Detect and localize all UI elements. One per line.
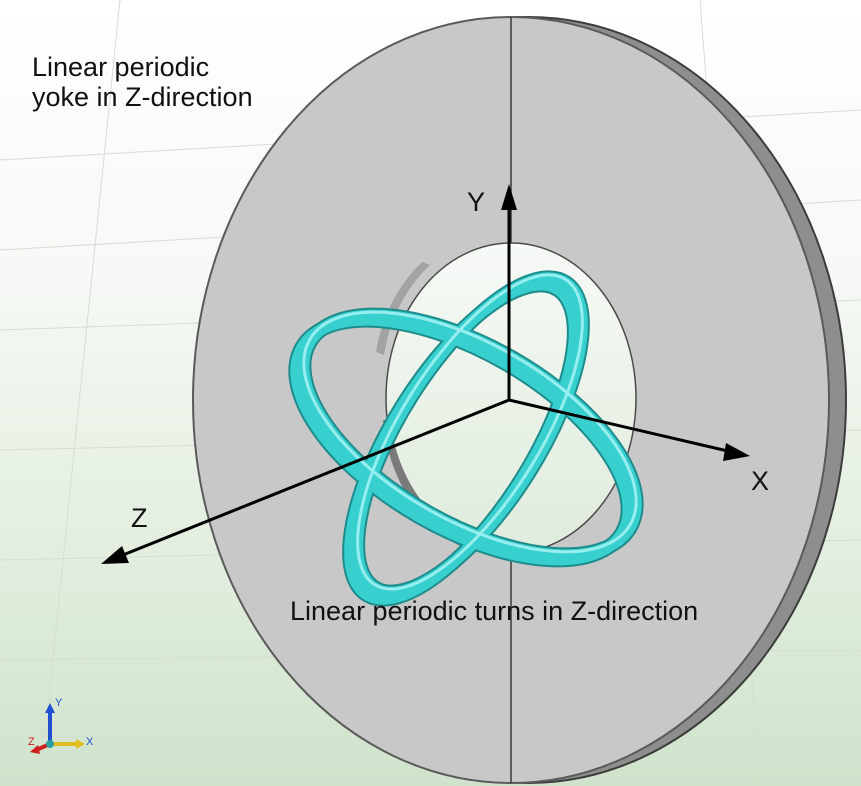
y-axis-arrowhead [501,184,517,210]
x-axis-line [508,398,733,454]
yoke-annotation: Linear periodic yoke in Z-direction [32,52,253,112]
z-axis-arrowhead [101,546,129,564]
y-axis-letter: Y [467,187,485,217]
triad-x-letter: X [86,736,94,748]
bore-inner-shadow [376,262,430,355]
yoke-disk [192,16,847,784]
triad-y-letter: Y [55,697,63,709]
coil-highlight [302,273,638,591]
z-axis-line [117,398,510,559]
turns-annotation: Linear periodic turns in Z-direction [290,596,699,626]
yoke-annotation-line1: Linear periodic [32,52,210,82]
coordinate-axes: Y X Z [101,184,769,564]
z-axis-letter: Z [131,503,148,533]
yoke-annotation-line2: yoke in Z-direction [32,82,253,113]
x-axis-arrowhead [723,443,750,461]
x-axis-letter: X [751,466,769,496]
coil-turns [288,270,644,607]
orientation-triad[interactable]: Y X Z [28,697,94,754]
triad-z-letter: Z [28,736,35,748]
